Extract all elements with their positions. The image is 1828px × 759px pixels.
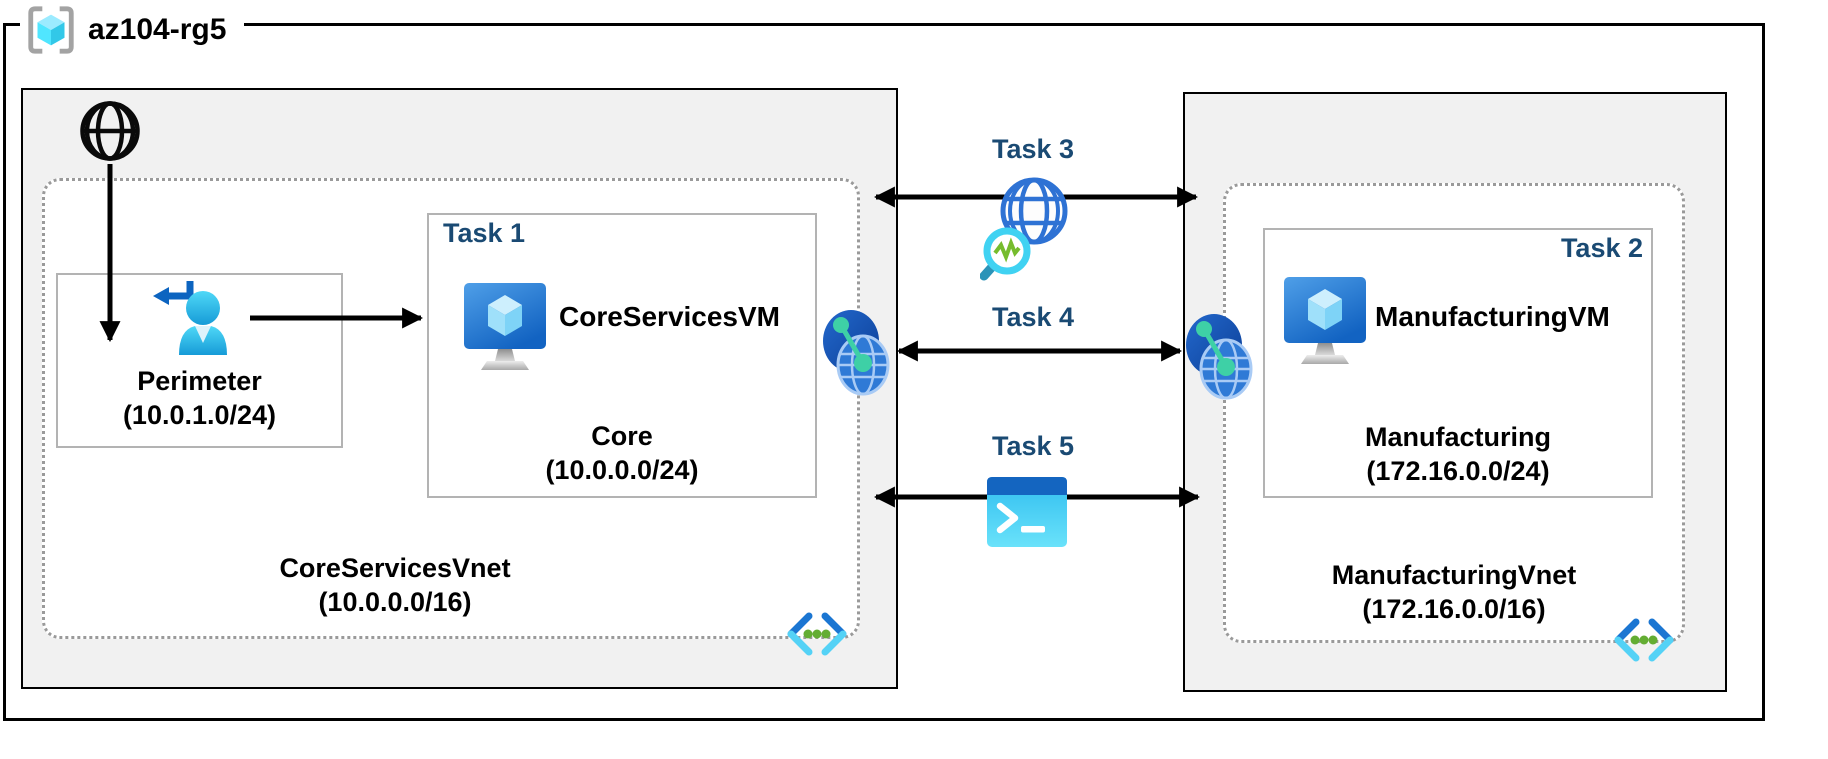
core-subnet-label: Core (10.0.0.0/24) bbox=[427, 419, 817, 487]
core-services-vm-name: CoreServicesVM bbox=[559, 301, 781, 332]
network-watcher-icon bbox=[980, 175, 1068, 281]
manufacturing-vm-icon bbox=[1281, 275, 1369, 369]
vnet-icon-right bbox=[1612, 617, 1676, 664]
core-subnet-box bbox=[427, 213, 817, 498]
resource-group-name: az104-rg5 bbox=[88, 13, 227, 46]
perimeter-subnet-name: Perimeter bbox=[137, 366, 262, 396]
manufacturing-subnet-cidr: (172.16.0.0/24) bbox=[1366, 456, 1550, 486]
core-subnet-cidr: (10.0.0.0/24) bbox=[545, 455, 699, 485]
manufacturing-vnet-name: ManufacturingVnet bbox=[1331, 560, 1577, 590]
core-subnet-name: Core bbox=[591, 421, 653, 451]
rdp-user-icon bbox=[150, 277, 238, 365]
task4-label: Task 4 bbox=[991, 302, 1075, 332]
task1-label: Task 1 bbox=[443, 218, 526, 248]
task2-label: Task 2 bbox=[1560, 233, 1643, 263]
peering-icon-right bbox=[1184, 309, 1254, 401]
perimeter-subnet-cidr: (10.0.1.0/24) bbox=[122, 400, 277, 430]
manufacturing-vm-name: ManufacturingVM bbox=[1375, 301, 1610, 332]
core-services-vnet-label: CoreServicesVnet (10.0.0.0/16) bbox=[42, 551, 748, 619]
resource-group-icon bbox=[24, 3, 78, 57]
vnet-icon-left bbox=[785, 611, 849, 658]
task3-label: Task 3 bbox=[991, 134, 1075, 164]
core-services-vnet-name: CoreServicesVnet bbox=[279, 553, 511, 583]
resource-group-label: az104-rg5 bbox=[20, 2, 245, 58]
core-services-vm-icon bbox=[461, 281, 549, 375]
task5-label: Task 5 bbox=[991, 431, 1075, 461]
perimeter-subnet-label: Perimeter (10.0.1.0/24) bbox=[56, 364, 343, 432]
manufacturing-subnet-label: Manufacturing (172.16.0.0/24) bbox=[1263, 420, 1653, 488]
manufacturing-subnet-name: Manufacturing bbox=[1365, 422, 1551, 452]
cloud-shell-icon bbox=[987, 477, 1067, 547]
internet-icon bbox=[75, 96, 145, 166]
core-services-vnet-cidr: (10.0.0.0/16) bbox=[318, 587, 472, 617]
manufacturing-vnet-label: ManufacturingVnet (172.16.0.0/16) bbox=[1223, 558, 1685, 626]
manufacturing-vnet-cidr: (172.16.0.0/16) bbox=[1362, 594, 1546, 624]
peering-icon-left bbox=[821, 305, 891, 397]
